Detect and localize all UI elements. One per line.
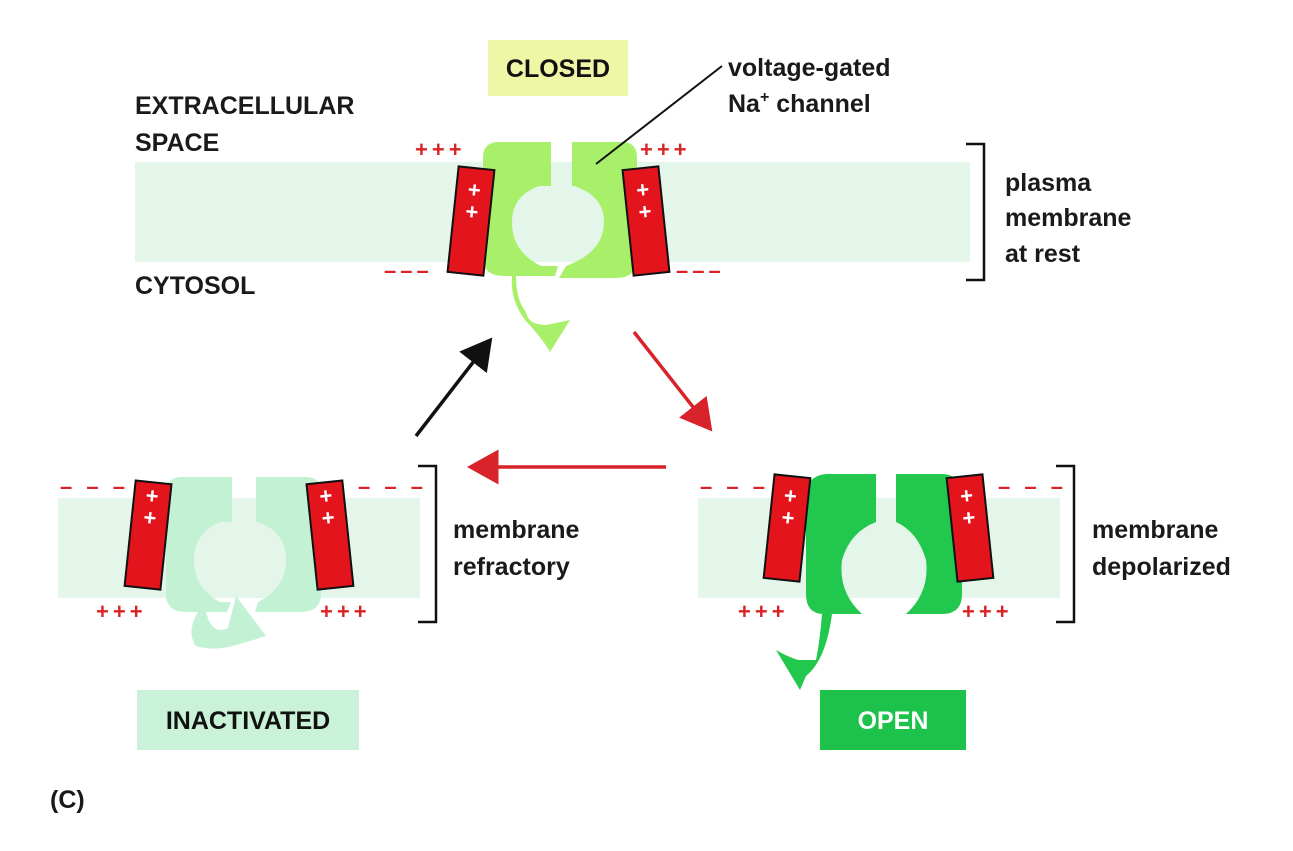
inactivated-charge-bottom-left: +++: [96, 599, 147, 624]
open-panel: + + + + – – – – – – +++ +++ membrane dep…: [698, 464, 1231, 750]
svg-text:+: +: [144, 483, 159, 509]
inactivated-voltage-sensor-left: + +: [123, 479, 173, 591]
closed-charge-top-right: +++: [640, 137, 691, 162]
closed-membrane: [135, 162, 970, 262]
svg-text:+: +: [464, 198, 479, 224]
inactivated-charge-top-right: – – –: [358, 474, 427, 499]
channel-label-line1: voltage-gated: [728, 54, 891, 82]
closed-voltage-sensor-right: + +: [621, 165, 671, 277]
inactivated-panel: + + + + – – – – – – +++ +++ membrane ref…: [58, 464, 580, 750]
svg-text:+: +: [780, 504, 795, 530]
closed-channel-protein: [483, 142, 637, 352]
svg-text:+: +: [142, 505, 157, 531]
depolarized-note-line1: membrane: [1092, 516, 1219, 544]
open-charge-top-left: – – –: [700, 474, 769, 499]
rest-bracket: [966, 142, 986, 282]
inactivated-state-label: INACTIVATED: [166, 707, 330, 735]
svg-text:+: +: [467, 177, 482, 203]
open-voltage-sensor-left: + +: [762, 473, 812, 583]
open-voltage-sensor-right: + +: [945, 473, 995, 583]
svg-text:+: +: [637, 198, 652, 224]
svg-text:+: +: [320, 505, 335, 531]
figure-label: (C): [50, 786, 85, 814]
channel-label-line2: Na+ channel: [728, 89, 871, 118]
inactivated-charge-bottom-right: +++: [320, 599, 371, 624]
open-charge-bottom-right: +++: [962, 599, 1013, 624]
svg-text:+: +: [961, 504, 976, 530]
inactivated-voltage-sensor-right: + +: [305, 479, 355, 591]
cytosol-label: CYTOSOL: [135, 272, 255, 300]
inactivated-state-box: [137, 690, 359, 750]
closed-charge-bottom-right: –––: [676, 258, 725, 283]
open-charge-bottom-left: +++: [738, 599, 789, 624]
arrow-closed-to-open: [632, 330, 713, 432]
svg-text:+: +: [635, 177, 650, 203]
channel-label-pointer: [595, 65, 723, 165]
refractory-note-line2: refractory: [453, 553, 570, 581]
rest-note-line3: at rest: [1005, 240, 1081, 268]
depolarized-note-line2: depolarized: [1092, 553, 1231, 581]
depolarized-bracket: [1056, 464, 1076, 624]
rest-note-line1: plasma: [1005, 169, 1092, 197]
rest-note-line2: membrane: [1005, 204, 1132, 232]
inactivated-charge-top-left: – – –: [60, 474, 129, 499]
open-channel-protein: [776, 474, 962, 690]
refractory-bracket: [418, 464, 438, 624]
extracellular-label-line2: SPACE: [135, 129, 219, 157]
closed-charge-top-left: +++: [415, 137, 466, 162]
closed-state-box: [488, 40, 628, 96]
inactivated-membrane: [58, 498, 420, 598]
inactivated-channel-protein: [166, 477, 321, 649]
open-state-box: [820, 690, 966, 750]
closed-charge-bottom-left: –––: [384, 258, 433, 283]
closed-voltage-sensor-left: + +: [446, 165, 496, 277]
svg-text:+: +: [318, 483, 333, 509]
extracellular-label-line1: EXTRACELLULAR: [135, 92, 354, 120]
open-charge-top-right: – – –: [998, 474, 1067, 499]
refractory-note-line1: membrane: [453, 516, 580, 544]
svg-text:+: +: [783, 483, 798, 509]
svg-text:+: +: [959, 483, 974, 509]
arrow-inactivated-to-closed: [414, 337, 493, 438]
open-membrane: [698, 498, 1060, 598]
open-state-label: OPEN: [858, 707, 929, 735]
closed-state-label: CLOSED: [506, 55, 610, 83]
closed-panel: CLOSED + + + + +++ +++ ––– ––– EXTRACELL…: [135, 40, 1132, 352]
